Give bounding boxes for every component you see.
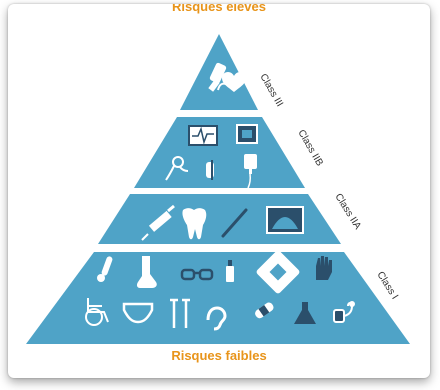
- pyramid-card: Risques élevés Class III Class IIB Class…: [8, 4, 430, 378]
- label-class-iii: Class III: [257, 72, 285, 109]
- label-class-iib: Class IIB: [295, 128, 325, 168]
- x-ray-device-icon: [236, 124, 258, 144]
- glasses-icon: [180, 268, 214, 281]
- tooth-icon: [182, 208, 207, 240]
- ultrasound-icon: [266, 206, 304, 234]
- infusion-pump-icon: [165, 156, 189, 181]
- label-class-iia: Class IIA: [332, 192, 363, 232]
- tier-class-iib: [134, 117, 305, 188]
- wheelchair-icon: [85, 298, 109, 326]
- pacemaker-heart-icon: [222, 72, 246, 92]
- bottom-risk-label: Risques faibles: [171, 348, 267, 363]
- monitor-icon: [188, 125, 218, 146]
- tier-class-iia: [98, 194, 341, 244]
- blood-pressure-icon: [333, 301, 355, 323]
- lab-flask-icon: [294, 302, 316, 324]
- plaster-icon: [255, 302, 274, 319]
- syringe-icon: [141, 204, 175, 241]
- scalpel-icon: [221, 208, 248, 238]
- iv-bag-icon: [244, 154, 257, 189]
- implant-arm-icon: [208, 62, 227, 92]
- risk-pyramid: Class III Class IIB Class IIA Class I: [26, 34, 410, 344]
- compression-stocking-icon: [136, 256, 157, 288]
- glove-icon: [316, 256, 332, 280]
- thermometer-icon: [97, 256, 113, 282]
- condom-icon: [206, 160, 214, 180]
- top-risk-label: Risques élevés: [172, 4, 266, 14]
- hearing-aid-icon: [206, 306, 227, 331]
- diaper-icon: [122, 302, 154, 324]
- bandage-icon: [256, 250, 300, 294]
- inhaler-icon: [226, 260, 234, 282]
- crutches-icon: [170, 298, 190, 328]
- label-class-i: Class I: [374, 270, 400, 302]
- tier-class-i: [26, 252, 410, 344]
